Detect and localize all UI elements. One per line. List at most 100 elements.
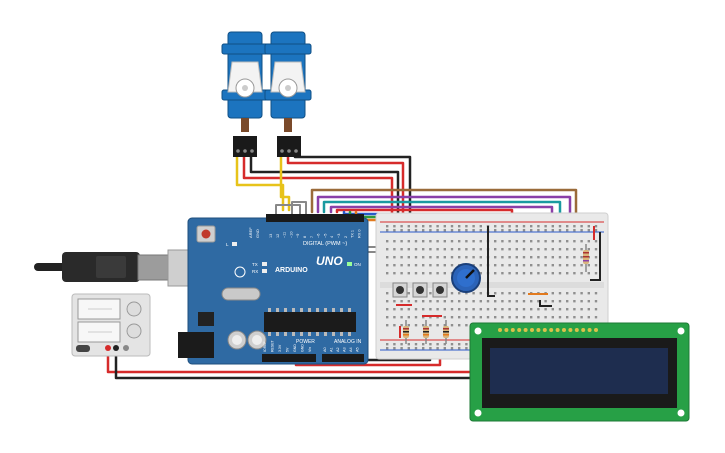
breadboard-hole[interactable] — [544, 316, 547, 319]
breadboard-hole[interactable] — [566, 256, 569, 259]
breadboard-hole[interactable] — [414, 248, 418, 251]
breadboard-hole[interactable] — [508, 256, 511, 259]
breadboard-hole[interactable] — [443, 256, 446, 259]
breadboard-hole[interactable] — [429, 308, 432, 311]
breadboard-hole[interactable] — [515, 300, 518, 303]
breadboard-hole[interactable] — [522, 225, 526, 228]
pushbutton-1[interactable] — [392, 282, 408, 298]
breadboard-hole[interactable] — [458, 248, 461, 251]
breadboard-hole[interactable] — [522, 256, 526, 259]
breadboard-hole[interactable] — [508, 300, 511, 303]
breadboard-hole[interactable] — [551, 225, 554, 228]
breadboard-hole[interactable] — [544, 300, 547, 303]
breadboard-hole[interactable] — [494, 308, 497, 311]
breadboard-hole[interactable] — [558, 229, 562, 232]
breadboard-hole[interactable] — [494, 229, 497, 232]
breadboard-hole[interactable] — [443, 308, 446, 311]
breadboard-hole[interactable] — [558, 316, 562, 319]
breadboard-hole[interactable] — [465, 248, 468, 251]
lcd-pin[interactable] — [523, 328, 528, 332]
breadboard-hole[interactable] — [558, 300, 562, 303]
lcd-pin[interactable] — [498, 328, 502, 332]
breadboard-hole[interactable] — [436, 316, 439, 319]
breadboard-hole[interactable] — [594, 240, 598, 243]
breadboard-hole[interactable] — [594, 272, 598, 275]
breadboard-hole[interactable] — [573, 264, 576, 267]
breadboard-hole[interactable] — [393, 272, 396, 275]
breadboard-hole[interactable] — [594, 229, 598, 232]
breadboard-hole[interactable] — [580, 264, 583, 267]
breadboard-hole[interactable] — [436, 248, 439, 251]
breadboard-hole[interactable] — [443, 324, 446, 327]
breadboard-hole[interactable] — [407, 256, 410, 259]
breadboard-hole[interactable] — [458, 324, 461, 327]
breadboard-hole[interactable] — [530, 256, 533, 259]
breadboard-hole[interactable] — [544, 240, 547, 243]
breadboard-hole[interactable] — [414, 324, 418, 327]
breadboard-hole[interactable] — [551, 229, 554, 232]
breadboard-hole[interactable] — [515, 229, 518, 232]
breadboard-hole[interactable] — [522, 308, 526, 311]
breadboard-hole[interactable] — [414, 343, 418, 346]
breadboard-hole[interactable] — [458, 300, 461, 303]
breadboard-hole[interactable] — [422, 347, 425, 350]
breadboard-hole[interactable] — [501, 316, 504, 319]
breadboard-hole[interactable] — [573, 225, 576, 228]
breadboard-hole[interactable] — [530, 248, 533, 251]
servo-motor-2[interactable] — [264, 31, 312, 157]
breadboard-hole[interactable] — [551, 256, 554, 259]
breadboard-hole[interactable] — [580, 240, 583, 243]
breadboard-hole[interactable] — [522, 248, 526, 251]
breadboard-hole[interactable] — [501, 229, 504, 232]
breadboard-hole[interactable] — [443, 229, 446, 232]
dc-power-jack[interactable] — [178, 332, 214, 358]
breadboard-hole[interactable] — [429, 240, 432, 243]
pushbutton-3[interactable] — [432, 282, 448, 298]
breadboard-hole[interactable] — [544, 229, 547, 232]
breadboard-hole[interactable] — [400, 272, 403, 275]
breadboard-hole[interactable] — [429, 316, 432, 319]
breadboard-hole[interactable] — [407, 272, 410, 275]
breadboard-hole[interactable] — [587, 292, 590, 295]
breadboard-hole[interactable] — [465, 347, 468, 350]
breadboard-hole[interactable] — [414, 347, 418, 350]
breadboard-hole[interactable] — [465, 300, 468, 303]
breadboard-hole[interactable] — [580, 256, 583, 259]
breadboard-hole[interactable] — [422, 308, 425, 311]
breadboard-hole[interactable] — [573, 308, 576, 311]
breadboard-hole[interactable] — [386, 264, 389, 267]
breadboard-hole[interactable] — [386, 308, 389, 311]
breadboard-hole[interactable] — [458, 229, 461, 232]
breadboard-hole[interactable] — [587, 229, 590, 232]
breadboard-hole[interactable] — [450, 300, 454, 303]
breadboard-hole[interactable] — [587, 300, 590, 303]
breadboard-hole[interactable] — [400, 300, 403, 303]
breadboard-hole[interactable] — [465, 225, 468, 228]
breadboard-hole[interactable] — [587, 272, 590, 275]
breadboard-hole[interactable] — [558, 225, 562, 228]
breadboard-hole[interactable] — [472, 308, 475, 311]
resistor-4[interactable] — [583, 244, 589, 272]
analog-header[interactable] — [322, 354, 364, 362]
breadboard-hole[interactable] — [566, 308, 569, 311]
breadboard-hole[interactable] — [494, 316, 497, 319]
breadboard-hole[interactable] — [472, 225, 475, 228]
breadboard-hole[interactable] — [479, 248, 482, 251]
breadboard-hole[interactable] — [422, 264, 425, 267]
breadboard-hole[interactable] — [429, 324, 432, 327]
servo-motor-1[interactable] — [221, 31, 269, 157]
breadboard-hole[interactable] — [386, 272, 389, 275]
breadboard-hole[interactable] — [450, 316, 454, 319]
breadboard-hole[interactable] — [465, 308, 468, 311]
breadboard-hole[interactable] — [587, 248, 590, 251]
breadboard-hole[interactable] — [407, 300, 410, 303]
resistor-1[interactable] — [403, 320, 409, 344]
breadboard-hole[interactable] — [522, 292, 526, 295]
breadboard-hole[interactable] — [573, 256, 576, 259]
breadboard-hole[interactable] — [479, 300, 482, 303]
breadboard-hole[interactable] — [465, 316, 468, 319]
breadboard-hole[interactable] — [573, 248, 576, 251]
breadboard-hole[interactable] — [508, 272, 511, 275]
breadboard-hole[interactable] — [386, 248, 389, 251]
breadboard-hole[interactable] — [566, 300, 569, 303]
